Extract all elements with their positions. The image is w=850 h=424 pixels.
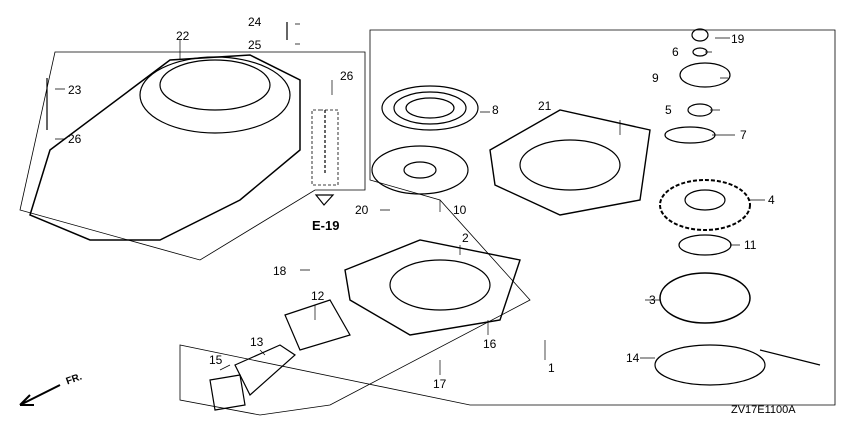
- recoil-spring: [381, 85, 479, 131]
- label-7: 7: [740, 128, 747, 142]
- label-18: 18: [273, 264, 287, 278]
- label-26a: 26: [68, 132, 82, 146]
- label-9: 9: [652, 71, 659, 85]
- friction-spring: [664, 126, 716, 144]
- label-13: 13: [250, 335, 264, 349]
- label-22: 22: [176, 29, 190, 43]
- starter-case-lower: [344, 239, 521, 336]
- label-6: 6: [672, 45, 679, 59]
- fr-arrow: [19, 384, 61, 406]
- starter-case-upper: [489, 109, 651, 216]
- friction-plate: [679, 62, 731, 88]
- label-5: 5: [665, 103, 672, 117]
- label-17: 17: [433, 377, 447, 391]
- nut: [691, 28, 709, 42]
- label-14: 14: [626, 351, 640, 365]
- label-26b: 26: [340, 69, 354, 83]
- label-12: 12: [311, 289, 325, 303]
- label-2: 2: [462, 231, 469, 245]
- label-1: 1: [548, 361, 555, 375]
- label-16: 16: [483, 337, 497, 351]
- label-25: 25: [248, 38, 262, 52]
- rope-guide: [284, 299, 351, 351]
- diagram-code: ZV17E1100A: [731, 404, 796, 416]
- label-8: 8: [492, 103, 499, 117]
- reference-e19: E-19: [312, 218, 340, 233]
- label-15: 15: [209, 353, 223, 367]
- group-outline-cover: [19, 51, 366, 261]
- spring-washer: [687, 103, 713, 117]
- label-10: 10: [453, 203, 467, 217]
- starter-rope: [654, 344, 766, 386]
- label-3: 3: [649, 293, 656, 307]
- label-4: 4: [768, 193, 775, 207]
- group-outline-starter: [179, 29, 836, 416]
- washer: [692, 47, 708, 57]
- spring-plate: [371, 145, 469, 195]
- starter-grip: [234, 344, 296, 396]
- label-20: 20: [355, 203, 369, 217]
- label-24: 24: [248, 15, 262, 29]
- label-21: 21: [538, 99, 552, 113]
- label-23: 23: [68, 83, 82, 97]
- ratchet: [659, 179, 751, 231]
- label-11: 11: [744, 238, 757, 252]
- arrow-down: [314, 194, 335, 206]
- label-19: 19: [731, 32, 745, 46]
- reel: [659, 272, 751, 324]
- fan-cover: [29, 54, 301, 241]
- grip-insert: [209, 374, 246, 411]
- washer-11: [678, 234, 732, 256]
